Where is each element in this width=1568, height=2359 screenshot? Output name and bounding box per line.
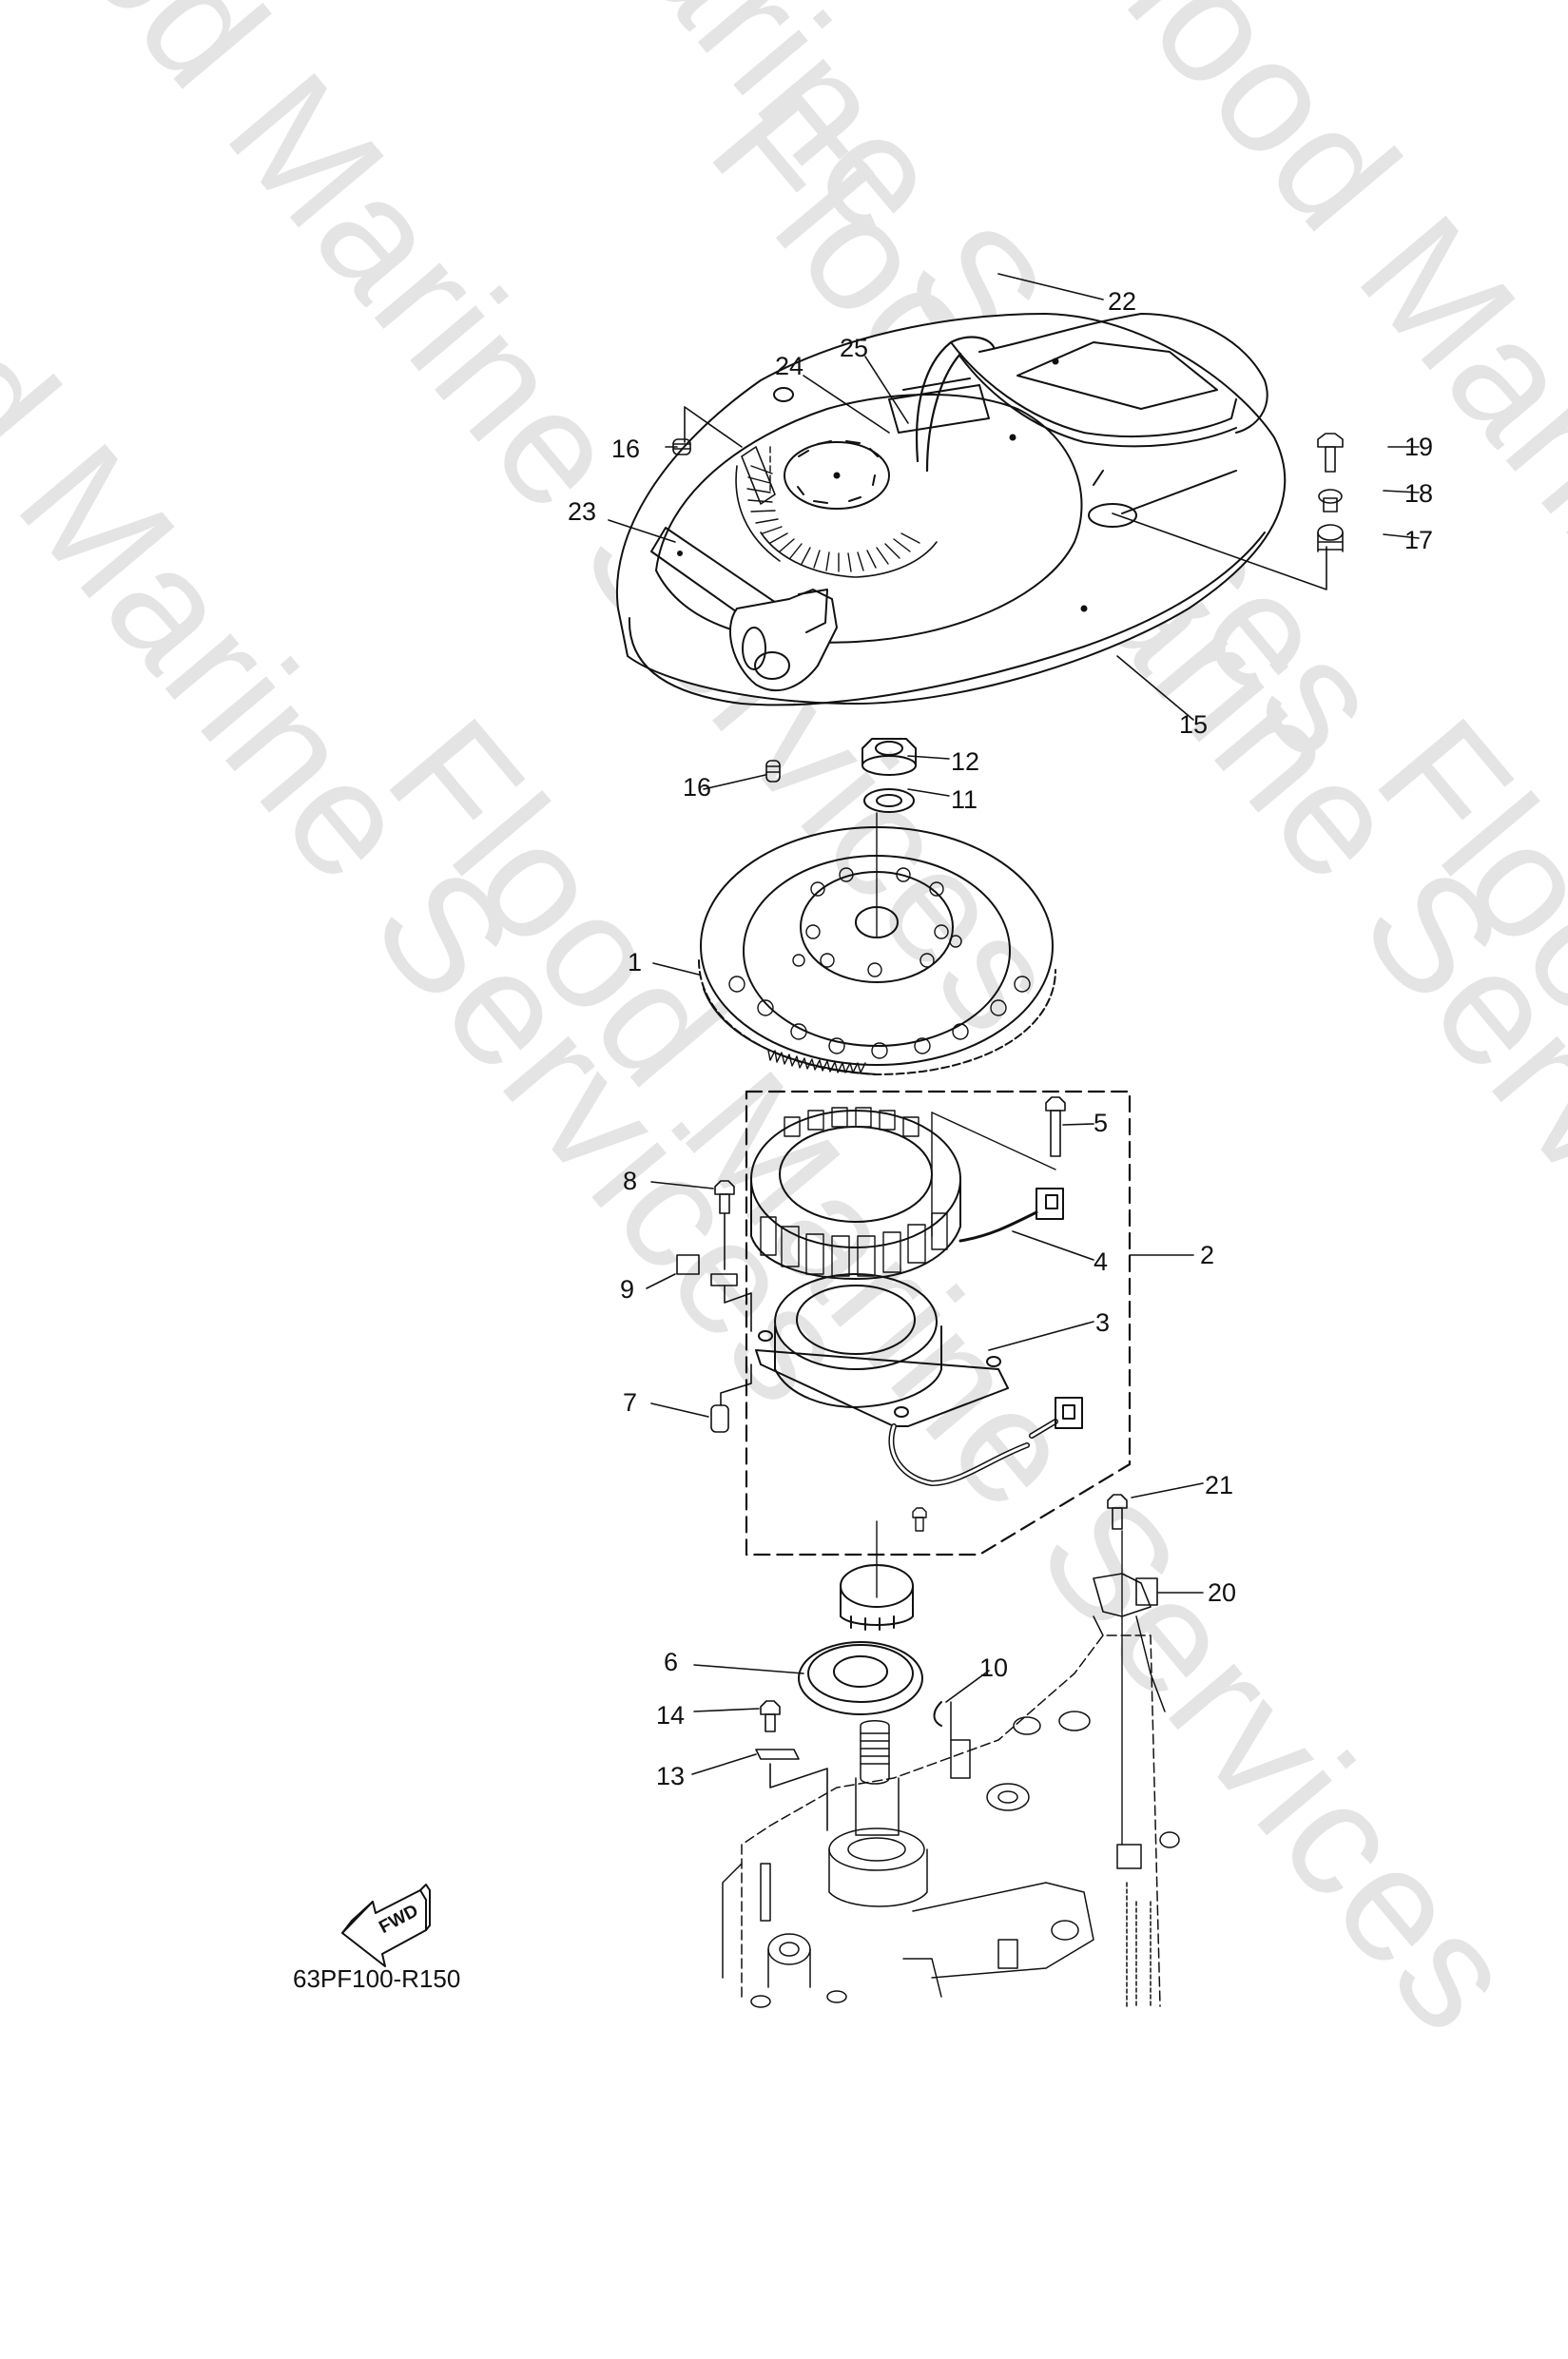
hardware-16-17-18-19 bbox=[672, 433, 1344, 783]
part-callout-flywheel-nut: 12 bbox=[951, 747, 980, 776]
part-callout-cover-handle: 22 bbox=[1108, 287, 1137, 316]
part-callout-grommet-top: 16 bbox=[611, 435, 641, 463]
rotor-hub-drawing bbox=[840, 1564, 914, 1631]
flywheel-cover-drawing bbox=[615, 313, 1287, 706]
part-callout-stator-bolt: 5 bbox=[1094, 1109, 1109, 1137]
part-callout-holder: 13 bbox=[656, 1762, 686, 1790]
nut-and-washer bbox=[861, 738, 917, 938]
part-callout-flywheel-cover: 15 bbox=[1179, 710, 1209, 739]
part-callout-stator-coil-lead: 4 bbox=[1094, 1247, 1109, 1276]
part-callout-woodruff-key: 10 bbox=[979, 1653, 1009, 1682]
part-callout-grommet: 17 bbox=[1404, 526, 1434, 554]
part-callout-stator-assembly: 2 bbox=[1200, 1241, 1215, 1269]
part-callout-collar: 7 bbox=[623, 1388, 638, 1417]
powerhead-drawing bbox=[722, 1615, 1180, 2008]
screw-holder-drawing bbox=[691, 1700, 828, 1831]
part-callout-clamp: 9 bbox=[620, 1275, 635, 1304]
bolt-5-drawing bbox=[1045, 1096, 1094, 1157]
part-callout-label-25: 25 bbox=[840, 334, 869, 362]
plate-6-drawing bbox=[693, 1641, 990, 1727]
part-callout-washer: 11 bbox=[951, 785, 978, 814]
stator-assembly-box bbox=[745, 1090, 1194, 1557]
part-callout-screw: 14 bbox=[656, 1701, 686, 1730]
part-callout-bolt: 8 bbox=[623, 1167, 638, 1195]
stator-coil-drawing bbox=[750, 1107, 1094, 1280]
diagram-code: 63PF100-R150 bbox=[293, 1964, 461, 1993]
part-callout-flywheel: 1 bbox=[628, 948, 643, 976]
part-callout-plate: 6 bbox=[664, 1648, 679, 1676]
fwd-arrow-icon bbox=[341, 1884, 431, 1967]
part-callout-pulser-coil: 20 bbox=[1208, 1578, 1237, 1607]
part-callout-label-24: 24 bbox=[775, 352, 804, 380]
part-callout-grommet-bottom: 16 bbox=[683, 773, 712, 802]
part-callout-bolt: 19 bbox=[1404, 433, 1434, 461]
part-callout-bolt: 21 bbox=[1205, 1471, 1234, 1499]
stator-base-drawing bbox=[755, 1273, 1094, 1532]
leader-lines-top bbox=[608, 273, 1420, 797]
pulser-coil-drawing bbox=[1093, 1482, 1204, 1846]
flywheel-drawing bbox=[652, 826, 1056, 1075]
bolt-clamp-collar-drawing bbox=[646, 1180, 752, 1433]
part-callout-collar: 18 bbox=[1404, 479, 1434, 508]
part-callout-stator-base: 3 bbox=[1095, 1308, 1111, 1337]
part-callout-label-23: 23 bbox=[568, 497, 597, 526]
